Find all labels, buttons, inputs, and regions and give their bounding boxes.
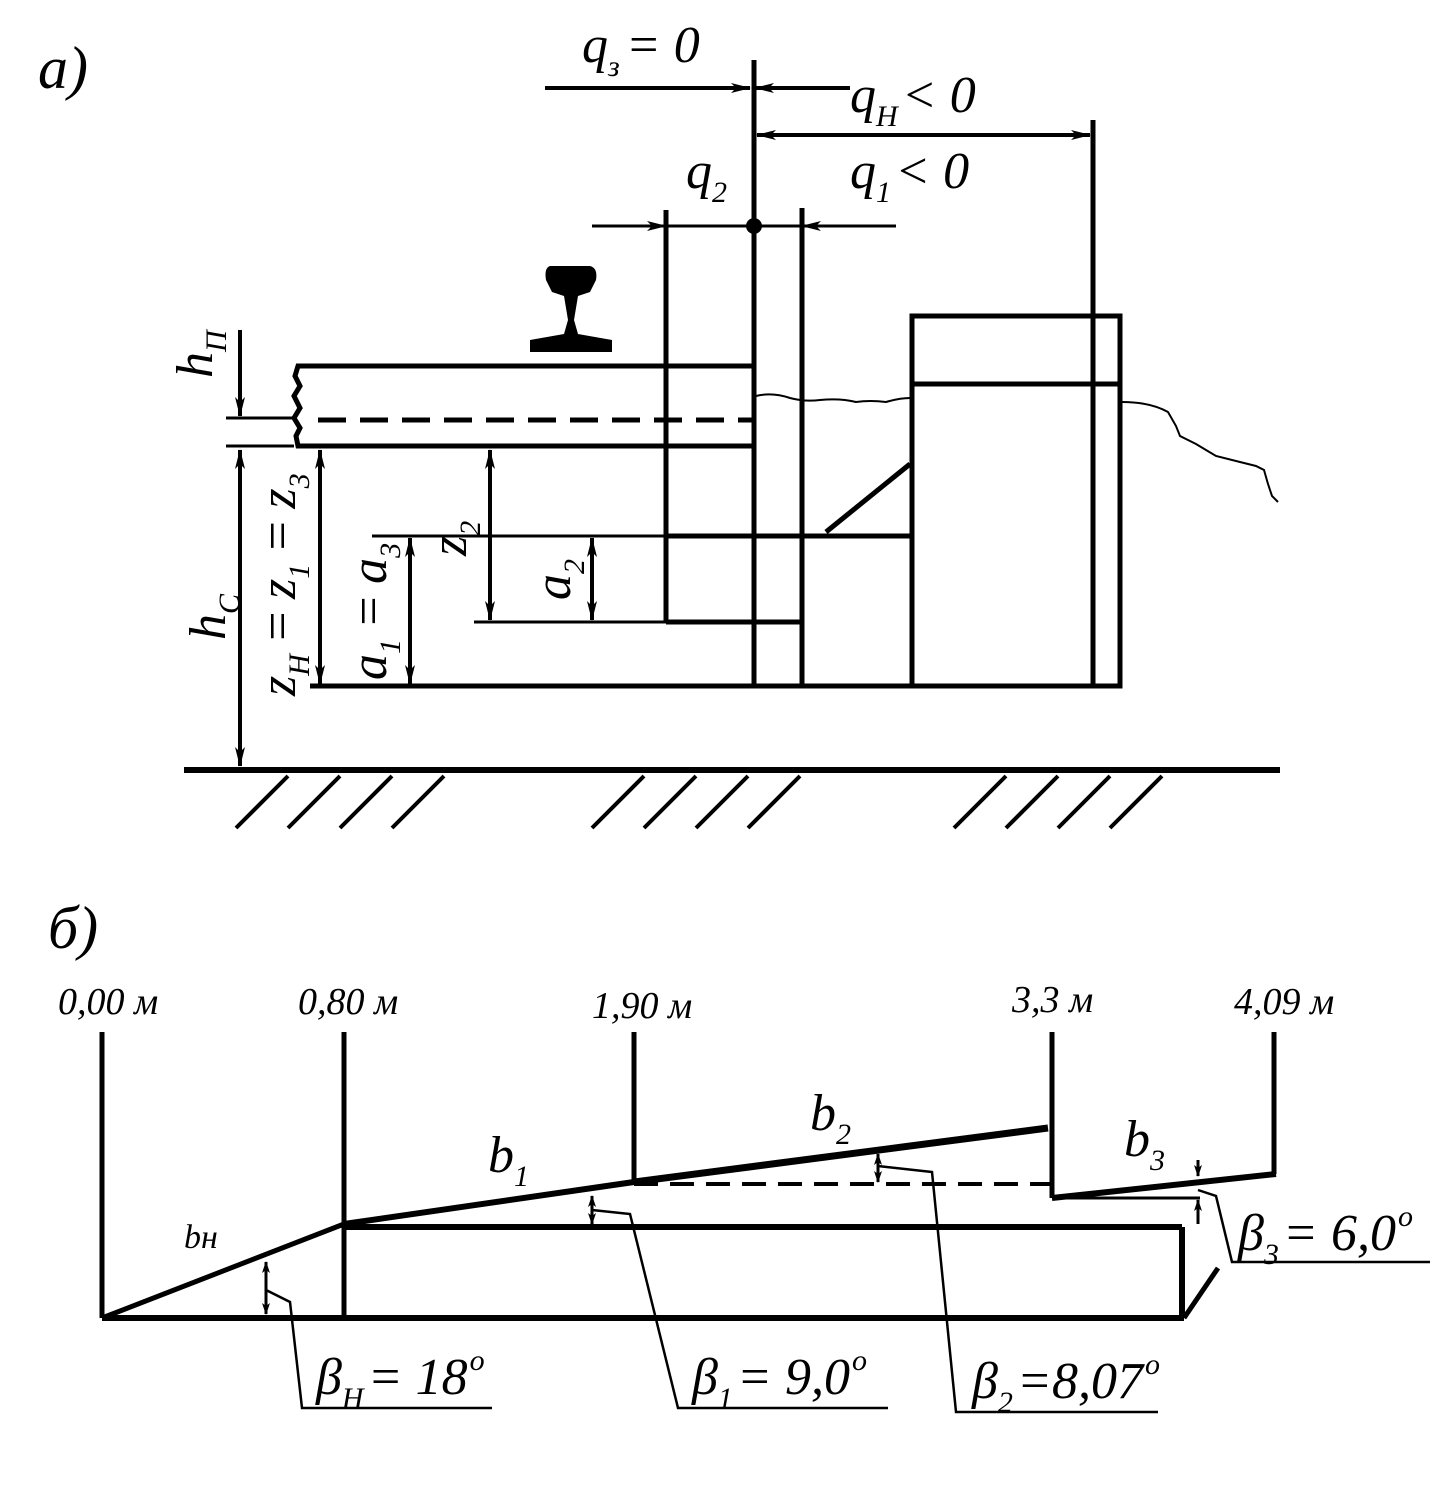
- ground-profile-right: [1121, 401, 1279, 503]
- position-label-1: 0,80 м: [298, 981, 398, 1023]
- panel-b: б) 0,00 м 0,80 м 1,90 м 3,3 м 4,09 м bн …: [48, 895, 1430, 1419]
- leader-beta3: [1197, 1188, 1430, 1264]
- panel-a-label: а): [38, 35, 88, 101]
- segment-label-b1: b1: [488, 1127, 529, 1193]
- svg-text:b1: b1: [488, 1127, 529, 1193]
- slope-b3: [1051, 1171, 1277, 1201]
- svg-text:qз= 0: qз= 0: [582, 17, 700, 83]
- q2-label: q2: [686, 143, 727, 209]
- leader-beta1: [591, 1208, 888, 1410]
- svg-text:q2: q2: [686, 143, 727, 209]
- hP-label: hП: [167, 328, 233, 378]
- z-equality-label: zН=z1=z3: [250, 473, 316, 697]
- panel-a: а) qз= 0 qН< 0 q2 q1< 0: [38, 17, 1280, 830]
- a-equality-label: a1=a3: [341, 543, 407, 680]
- segment-label-b3: b3: [1124, 1111, 1165, 1177]
- svg-text:a1=a3: a1=a3: [341, 543, 407, 680]
- svg-text:hC: hC: [180, 593, 246, 640]
- qH-label: qН< 0: [850, 67, 976, 133]
- rail-icon: [530, 266, 612, 352]
- a2-label: a2: [525, 559, 591, 600]
- position-label-2: 1,90 м: [592, 985, 692, 1027]
- svg-text:hП: hП: [167, 328, 233, 378]
- svg-text:z2: z2: [421, 521, 487, 557]
- leader-beta2: [877, 1164, 1158, 1414]
- segment-label-b2: b2: [810, 1085, 851, 1151]
- beta2-label: β2=8,07o: [971, 1348, 1160, 1419]
- svg-text:b3: b3: [1124, 1111, 1165, 1177]
- beta3-label: β3= 6,0o: [1237, 1200, 1413, 1271]
- leader-betaH: [265, 1288, 492, 1410]
- hC-label: hC: [180, 593, 246, 640]
- svg-text:zН=z1=z3: zН=z1=z3: [250, 473, 316, 697]
- svg-text:βН= 18o: βН= 18o: [315, 1344, 485, 1415]
- svg-text:β2=8,07o: β2=8,07o: [971, 1348, 1160, 1419]
- sleeper: [291, 363, 757, 449]
- block-corner-slope: [1181, 1266, 1221, 1320]
- q1-label: q1< 0: [850, 143, 969, 209]
- svg-text:β3= 6,0o: β3= 6,0o: [1237, 1200, 1413, 1271]
- slope-line: [824, 462, 912, 534]
- svg-text:qН< 0: qН< 0: [850, 67, 976, 133]
- svg-text:a2: a2: [525, 559, 591, 600]
- svg-text:β1= 9,0o: β1= 9,0o: [691, 1344, 867, 1415]
- slope-b2: [633, 1124, 1049, 1186]
- right-block: [909, 313, 1123, 689]
- ground-hatching: [234, 774, 1164, 830]
- beta1-label: β1= 9,0o: [691, 1344, 867, 1415]
- ground-profile-left: [755, 393, 911, 404]
- svg-text:b2: b2: [810, 1085, 851, 1151]
- betaH-label: βН= 18o: [315, 1344, 485, 1415]
- svg-text:q1< 0: q1< 0: [850, 143, 969, 209]
- slope-bH: [101, 1221, 345, 1321]
- position-label-4: 4,09 м: [1234, 981, 1334, 1023]
- panel-b-label: б): [48, 895, 98, 961]
- position-label-3: 3,3 м: [1011, 979, 1093, 1021]
- slope-b1: [343, 1179, 635, 1227]
- z2-label: z2: [421, 521, 487, 557]
- position-label-0: 0,00 м: [58, 981, 158, 1023]
- q3-label: qз= 0: [582, 17, 700, 83]
- segment-label-bH: bн: [184, 1219, 218, 1256]
